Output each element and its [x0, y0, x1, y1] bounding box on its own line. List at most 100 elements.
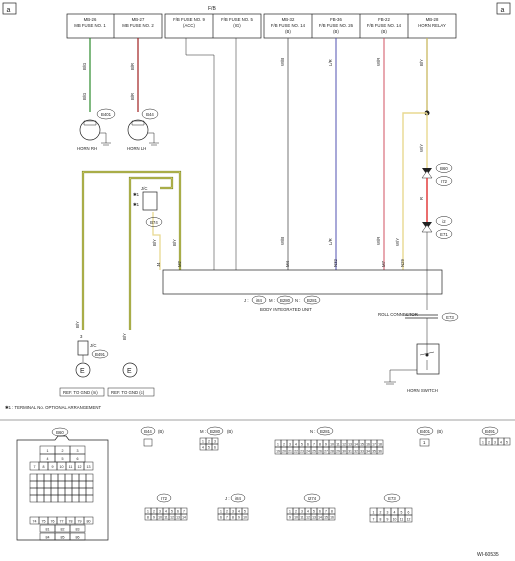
svg-text:E: E — [80, 368, 85, 375]
svg-text:6: 6 — [408, 511, 410, 515]
svg-text:28: 28 — [330, 450, 334, 454]
wire-b-y-jc — [152, 212, 161, 270]
svg-text:M4: M4 — [285, 260, 290, 267]
svg-text:W/B: W/B — [280, 237, 285, 245]
svg-text:21: 21 — [288, 450, 292, 454]
svg-text:2: 2 — [295, 510, 297, 514]
svg-text:B281: B281 — [320, 429, 331, 434]
svg-text:5: 5 — [62, 457, 64, 461]
svg-text:13: 13 — [348, 443, 352, 447]
svg-text:29: 29 — [336, 450, 340, 454]
svg-text:26: 26 — [318, 450, 322, 454]
svg-text:(B): (B) — [285, 29, 291, 34]
svg-text:81: 81 — [46, 528, 50, 532]
fuse-group-mb-left — [66, 13, 163, 39]
svg-text:3: 3 — [301, 510, 303, 514]
svg-text:11: 11 — [69, 465, 73, 469]
svg-text:M7: M7 — [381, 260, 386, 267]
svg-text:14: 14 — [318, 516, 322, 520]
svg-text:30: 30 — [342, 450, 346, 454]
svg-text:2: 2 — [153, 510, 155, 514]
svg-text:I274: I274 — [308, 496, 317, 501]
svg-text:B/Y: B/Y — [122, 333, 127, 340]
svg-text:REF. TO GND (c): REF. TO GND (c) — [111, 390, 145, 395]
svg-text:E73: E73 — [446, 315, 454, 320]
svg-text:2: 2 — [208, 440, 210, 444]
svg-text:82: 82 — [61, 528, 65, 532]
svg-text:(B): (B) — [227, 429, 233, 434]
svg-text:REF. TO GND (m): REF. TO GND (m) — [63, 390, 98, 395]
svg-text:9: 9 — [238, 516, 240, 520]
svg-text:34: 34 — [366, 450, 370, 454]
svg-text:B401: B401 — [420, 429, 431, 434]
svg-text:15: 15 — [324, 516, 328, 520]
svg-text:77: 77 — [60, 520, 64, 524]
svg-text:35: 35 — [372, 450, 376, 454]
svg-text:B/G: B/G — [82, 62, 87, 70]
svg-text:MB FUSE NO. 1: MB FUSE NO. 1 — [74, 23, 106, 28]
svg-text:36: 36 — [378, 450, 382, 454]
connector-e73 — [441, 312, 459, 322]
svg-text:2: 2 — [380, 511, 382, 515]
svg-text:ROLL CONNECTOR: ROLL CONNECTOR — [378, 312, 418, 317]
svg-text:M :: M : — [200, 429, 206, 434]
svg-text:83: 83 — [76, 528, 80, 532]
svg-text:7: 7 — [313, 443, 315, 447]
svg-text:7: 7 — [373, 518, 375, 522]
svg-text:25: 25 — [312, 450, 316, 454]
fb-label: F/B — [208, 6, 216, 12]
svg-text:L/R: L/R — [328, 238, 333, 245]
svg-text:11: 11 — [400, 518, 404, 522]
svg-text:19: 19 — [276, 450, 280, 454]
svg-text:9: 9 — [52, 465, 54, 469]
svg-text:9: 9 — [153, 516, 155, 520]
svg-text:32: 32 — [354, 450, 358, 454]
svg-text:(IG): (IG) — [233, 23, 241, 28]
svg-text:13: 13 — [87, 465, 91, 469]
svg-text:(B): (B) — [437, 429, 443, 434]
svg-text:6: 6 — [220, 516, 222, 520]
corner-marker-right — [496, 2, 511, 15]
svg-text:4: 4 — [500, 441, 502, 445]
svg-text:6: 6 — [319, 510, 321, 514]
svg-text:R: R — [419, 197, 424, 200]
svg-text:W/B: W/B — [280, 58, 285, 66]
svg-text:1: 1 — [220, 510, 222, 514]
svg-text:78: 78 — [69, 520, 73, 524]
svg-text:9: 9 — [289, 516, 291, 520]
svg-text:8: 8 — [380, 518, 382, 522]
svg-text:4: 4 — [295, 443, 297, 447]
svg-text:B/Y: B/Y — [172, 239, 177, 246]
svg-text:7: 7 — [183, 510, 185, 514]
svg-text:F/B FUSE NO. 26: F/B FUSE NO. 26 — [319, 23, 354, 28]
svg-text:BODY INTEGRATED UNIT: BODY INTEGRATED UNIT — [260, 307, 312, 312]
svg-text:B/Y: B/Y — [75, 321, 80, 328]
svg-text:MB-28: MB-28 — [426, 17, 439, 22]
svg-text:F/B FUSE NO. 5: F/B FUSE NO. 5 — [221, 17, 253, 22]
svg-text:3: 3 — [214, 440, 216, 444]
svg-text:14: 14 — [182, 516, 186, 520]
svg-text:3: 3 — [159, 510, 161, 514]
svg-text:E73: E73 — [388, 496, 396, 501]
svg-text:4: 4 — [307, 510, 309, 514]
svg-text:F/B FUSE NO. 14: F/B FUSE NO. 14 — [367, 23, 402, 28]
svg-text:4: 4 — [47, 457, 49, 461]
svg-text:7: 7 — [34, 465, 36, 469]
svg-text:4: 4 — [238, 510, 240, 514]
svg-text:2: 2 — [226, 510, 228, 514]
svg-text:HORN RELAY: HORN RELAY — [418, 23, 446, 28]
svg-text:M2: M2 — [177, 260, 182, 267]
svg-text:FB-36: FB-36 — [330, 17, 342, 22]
svg-text:B401: B401 — [101, 112, 112, 117]
svg-text:6: 6 — [307, 443, 309, 447]
svg-text:i84: i84 — [235, 496, 241, 501]
svg-text:I72: I72 — [161, 496, 168, 501]
svg-text:MB-26: MB-26 — [84, 17, 97, 22]
svg-text:F/B FUSE NO. 9: F/B FUSE NO. 9 — [173, 17, 205, 22]
svg-text:B280: B280 — [210, 429, 221, 434]
svg-text:10: 10 — [330, 443, 334, 447]
svg-text:74: 74 — [33, 520, 37, 524]
svg-text:3: 3 — [80, 334, 83, 339]
ground-m: E — [75, 362, 91, 378]
